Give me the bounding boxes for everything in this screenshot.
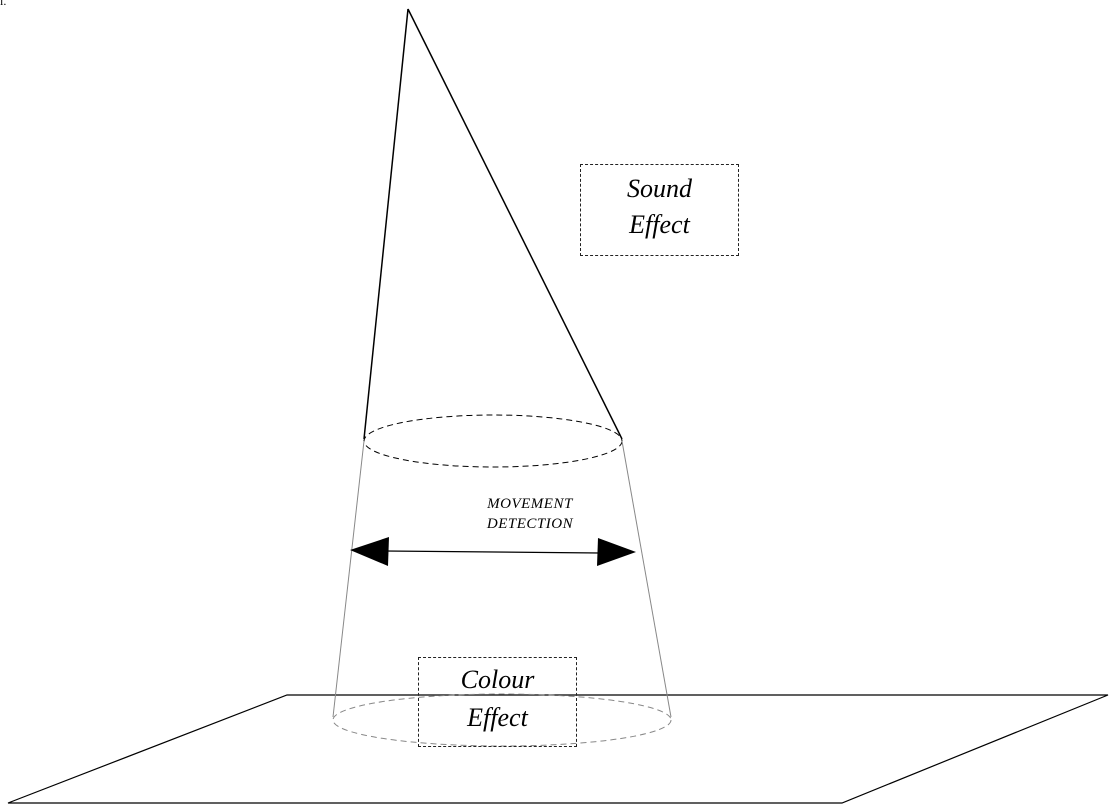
sound-effect-box: Sound Effect bbox=[580, 164, 739, 256]
floor-plane bbox=[7, 694, 1109, 804]
corner-mark: i. bbox=[0, 0, 7, 8]
cone-left-edge bbox=[363, 8, 409, 440]
movement-detection-label: MOVEMENT DETECTION bbox=[430, 494, 630, 534]
movement-label-line2: DETECTION bbox=[486, 516, 574, 532]
movement-arrow-left-head bbox=[350, 537, 389, 566]
cone-right-edge bbox=[407, 8, 623, 440]
sound-effect-line1: Sound bbox=[627, 174, 692, 203]
colour-effect-line1: Colour bbox=[460, 665, 535, 694]
frustum-right-edge bbox=[621, 440, 672, 718]
movement-label-line1: MOVEMENT bbox=[487, 496, 573, 512]
colour-effect-line2: Effect bbox=[467, 703, 528, 732]
movement-arrow-shaft bbox=[384, 550, 601, 554]
sound-effect-line2: Effect bbox=[629, 210, 690, 239]
upper-detection-ellipse bbox=[363, 414, 623, 468]
colour-effect-box: Colour Effect bbox=[418, 657, 577, 747]
movement-arrow-right-head bbox=[597, 538, 636, 566]
frustum-left-edge bbox=[332, 440, 365, 718]
